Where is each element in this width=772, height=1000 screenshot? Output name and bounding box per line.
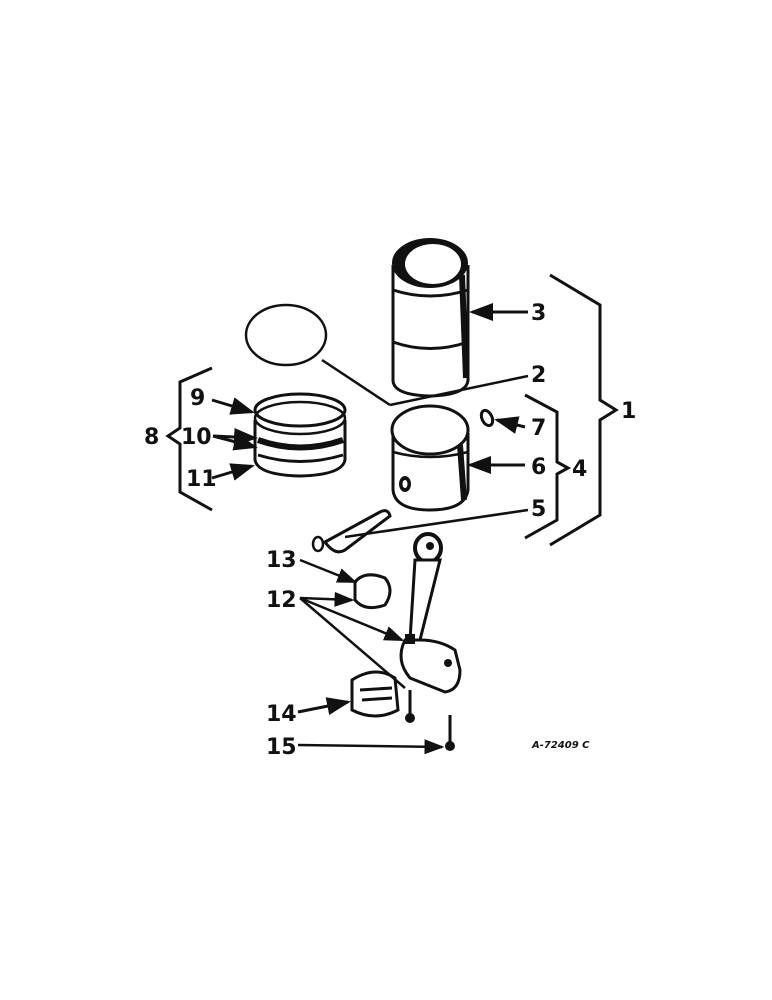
seal-ring (244, 303, 328, 367)
callout-8: 8 (144, 425, 159, 450)
pin-retainer (479, 408, 495, 428)
callout-7: 7 (531, 416, 546, 441)
bracket-4 (524, 393, 572, 540)
callout-14: 14 (266, 702, 297, 727)
callout-5: 5 (531, 497, 546, 522)
piston-ring-set (253, 392, 347, 478)
piston-pin (311, 509, 392, 554)
bearing (350, 670, 400, 718)
callout-11: 11 (186, 467, 217, 492)
callout-1: 1 (621, 399, 636, 424)
callout-4: 4 (572, 457, 587, 482)
bracket-1 (549, 273, 619, 547)
callout-9: 9 (190, 386, 205, 411)
bushing (353, 573, 392, 610)
callout-12: 12 (266, 588, 297, 613)
connecting-rod (399, 532, 462, 694)
callout-10: 10 (181, 425, 212, 450)
cylinder-sleeve (391, 238, 470, 398)
callout-2: 2 (531, 363, 546, 388)
piston (390, 404, 470, 512)
callout-3: 3 (531, 301, 546, 326)
reference-code: A-72409 C (531, 740, 590, 751)
callout-15: 15 (266, 735, 297, 760)
bracket-8 (165, 366, 213, 512)
callout-13: 13 (266, 548, 297, 573)
bolt (405, 690, 455, 751)
callout-6: 6 (531, 455, 546, 480)
